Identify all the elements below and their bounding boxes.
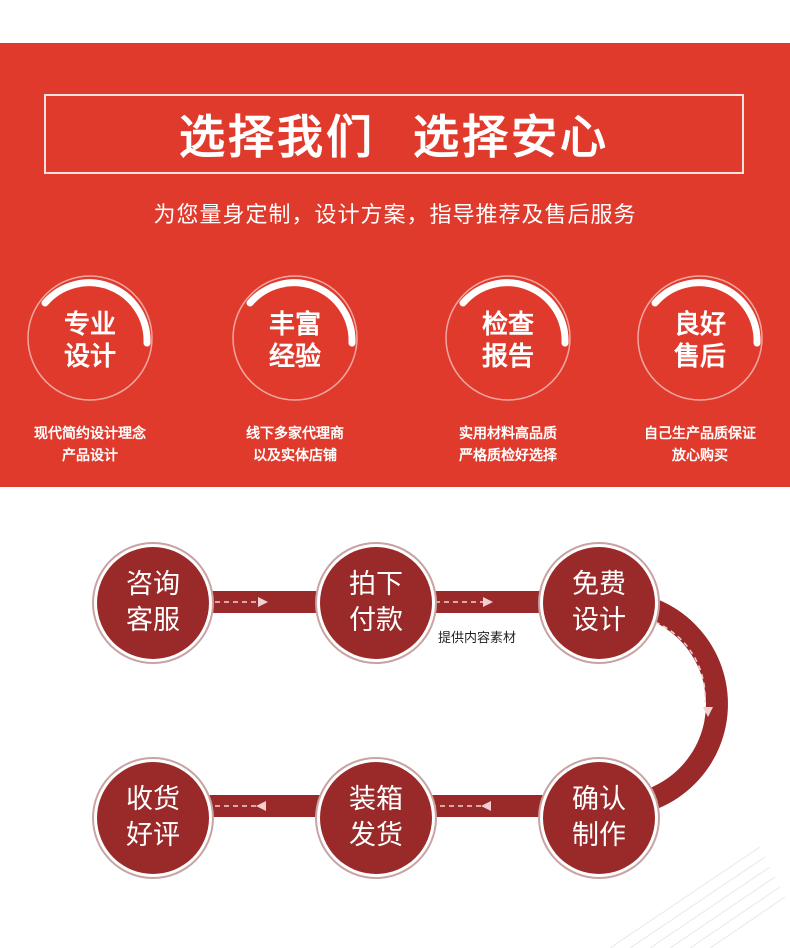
service-banner: 选择我们 选择安心 为您量身定制，设计方案，指导推荐及售后服务 专业设计 现代简… (0, 43, 790, 487)
step-confirm-production: 确认制作 (543, 762, 655, 874)
progress-ring-icon (445, 275, 571, 401)
arrow-down-icon (703, 707, 713, 717)
feature-desc: 现代简约设计理念产品设计 (34, 426, 146, 464)
progress-ring-icon (637, 275, 763, 401)
step-receive-review: 收货好评 (97, 762, 209, 874)
arrow-right-icon (483, 597, 493, 607)
step-contact-service: 咨询客服 (97, 547, 209, 659)
banner-title-box: 选择我们 选择安心 (44, 94, 744, 174)
feature-title: 丰富经验 (268, 310, 321, 372)
feature-title: 良好售后 (673, 310, 726, 372)
process-note: 提供内容素材 (438, 631, 517, 646)
step-place-order: 拍下付款 (320, 547, 432, 659)
step-free-design: 免费设计 (543, 547, 655, 659)
progress-ring-icon (232, 275, 358, 401)
progress-ring-icon (27, 275, 153, 401)
process-flow: 咨询客服 拍下付款 免费设计 确认制作 装箱发货 收货好评 提供内容素材 (0, 487, 790, 948)
arrow-left-icon (481, 801, 491, 811)
arrow-left-icon (256, 801, 266, 811)
banner-subtitle: 为您量身定制，设计方案，指导推荐及售后服务 (153, 203, 637, 228)
feature-title: 专业设计 (63, 310, 116, 372)
feature-title: 检查报告 (481, 310, 534, 372)
feature-desc: 实用材料高品质严格质检好选择 (459, 426, 557, 464)
feature-desc: 线下多家代理商以及实体店铺 (246, 426, 344, 464)
process-path (150, 591, 786, 948)
step-pack-ship: 装箱发货 (320, 762, 432, 874)
feature-desc: 自己生产品质保证放心购买 (644, 426, 756, 464)
arrow-right-icon (258, 597, 268, 607)
banner-title: 选择我们 选择安心 (178, 110, 610, 164)
